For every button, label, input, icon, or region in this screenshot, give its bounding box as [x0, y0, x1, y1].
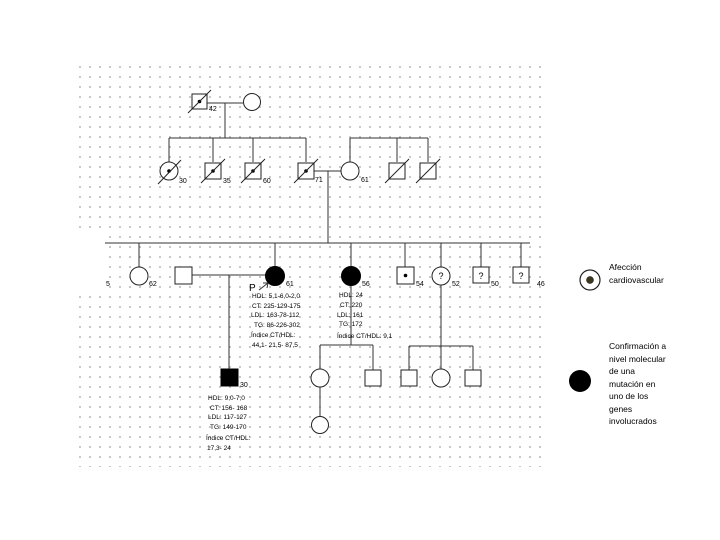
cardiovascular-dots [167, 99, 408, 278]
dotted-grid-background [75, 62, 545, 467]
male-square [464, 369, 482, 387]
legend-mutation-icon [569, 370, 591, 392]
affection-dot [403, 273, 408, 278]
legend-line: Confirmación a [609, 341, 667, 351]
legend-affection-dot [586, 276, 594, 284]
age-label: 5 [106, 281, 110, 288]
legend-mutation-label: Confirmación a nivel molecular de una mu… [609, 340, 709, 428]
age-label: 60 [263, 178, 271, 185]
unknown-marks: ? ? ? [438, 271, 523, 281]
lab-line: TG: 149-170 [210, 424, 247, 431]
lab-line: 17,3- 24 [207, 445, 231, 452]
lab-line: LDL: 163-78-112 [251, 312, 300, 319]
filled-female-circle [341, 266, 361, 286]
female-circle [310, 368, 330, 388]
female56-lab-values: HDL: 24 CT: 220 LDL: 161 TG: 172 Índice … [337, 292, 393, 340]
male-square [174, 266, 193, 285]
unknown-mark: ? [478, 271, 483, 281]
unknown-mark: ? [518, 271, 523, 281]
unknown-square [472, 266, 490, 284]
age-label: 62 [149, 281, 157, 288]
legend-line: nivel molecular [609, 353, 666, 364]
lab-line: 44,1- 21,5- 87,5 [252, 342, 298, 349]
age-label: 61 [286, 281, 294, 288]
deceased-slashes [157, 89, 441, 185]
legend-symbols [569, 269, 601, 392]
unknown-circle [431, 266, 451, 286]
lab-line: TG: 86-226-302 [254, 322, 300, 329]
legend-line: Afección [609, 262, 642, 272]
male-square [400, 369, 418, 387]
female-circle [129, 266, 149, 286]
age-labels: 42 30 35 60 71 61 5 62 61 56 54 52 50 46… [106, 106, 545, 389]
pedigree-lines [105, 102, 530, 417]
female-circle [311, 416, 329, 434]
mutation-confirmed-symbols [220, 266, 361, 387]
legend-line: de una [609, 366, 635, 376]
male-square [364, 369, 382, 387]
female-circle [243, 93, 261, 111]
legend-line: uno de los [609, 391, 649, 401]
age-label: 50 [491, 281, 499, 288]
lab-line: CT: 156- 168 [210, 405, 248, 412]
son-lab-values: HDL: 9,0-7,0 CT: 156- 168 LDL: 117-127 T… [206, 395, 251, 452]
age-label: 30 [240, 382, 248, 389]
filled-male-square [220, 368, 239, 387]
age-label: 52 [452, 281, 460, 288]
proband-lab-values: HDL: 5,1-6,0-2,0 CT: 225-129-175 LDL: 16… [251, 293, 301, 349]
lab-line: LDL: 117-127 [208, 414, 247, 421]
lab-line: Índice CT/HDL: 9,1 [337, 331, 393, 340]
unknown-square [512, 266, 530, 284]
age-label: 46 [537, 281, 545, 288]
age-label: 71 [315, 177, 323, 184]
lab-line: Índice CT/HDL: [206, 433, 251, 442]
legend-line: involucrados [609, 416, 657, 426]
lab-line: HDL: 5,1-6,0-2,0 [252, 293, 300, 300]
legend-line: mutación en [609, 378, 656, 389]
age-label: 30 [179, 178, 187, 185]
lab-line: LDL: 161 [337, 312, 364, 319]
age-label: 61 [361, 177, 369, 184]
lab-line: Índice CT/HDL: [251, 330, 296, 339]
lab-line: HDL: 9,0-7,0 [208, 395, 245, 402]
unknown-mark: ? [438, 271, 443, 281]
legend-line: cardiovascular [609, 274, 664, 285]
proband-marker: P [249, 283, 256, 294]
proband-circle [265, 266, 285, 286]
female-circle [340, 161, 360, 181]
lab-line: CT: 220 [340, 302, 363, 309]
age-label: 42 [209, 106, 217, 113]
lab-line: TG: 172 [339, 321, 363, 328]
legend-affection-label: Afección cardiovascular [609, 261, 709, 286]
pedigree-symbols [129, 93, 530, 434]
female-circle [431, 368, 451, 388]
age-label: 54 [416, 281, 424, 288]
grid-cutout [75, 232, 105, 296]
lab-line: CT: 225-129-175 [252, 303, 301, 310]
age-label: 56 [362, 281, 370, 288]
legend-line: genes [609, 403, 633, 414]
lab-line: HDL: 24 [339, 292, 363, 299]
age-label: 35 [223, 178, 231, 185]
